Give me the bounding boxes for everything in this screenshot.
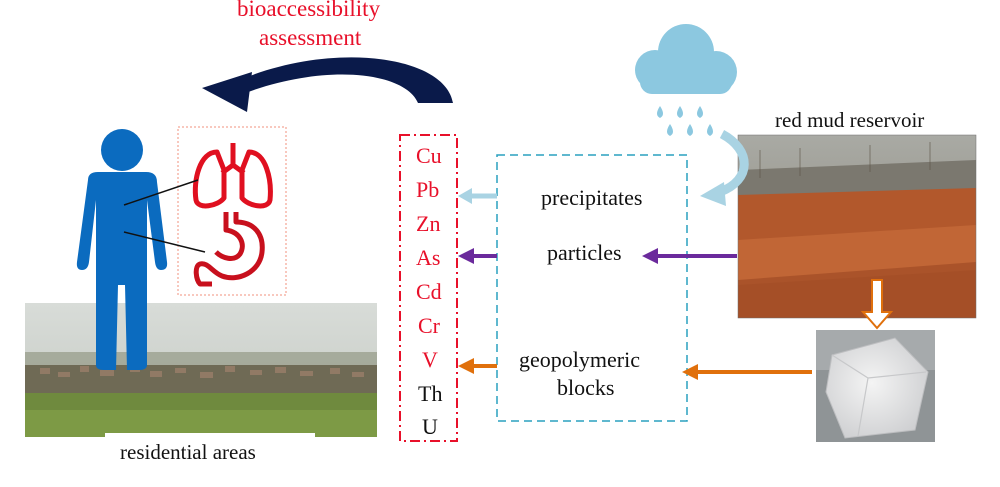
reservoir-photo [737, 134, 977, 319]
assessment-label: assessment [259, 25, 362, 50]
element-as: As [416, 245, 441, 270]
element-cu: Cu [416, 143, 442, 168]
precipitates-arrow [458, 188, 497, 204]
rain-cloud-icon [635, 24, 737, 136]
element-pb: Pb [416, 177, 440, 202]
organs-box [177, 126, 287, 296]
elements-box [399, 134, 458, 442]
stomach-icon [193, 212, 265, 287]
element-cr: Cr [418, 313, 440, 338]
element-v: V [422, 347, 438, 372]
residential-label: residential areas [120, 440, 256, 464]
residential-photo [25, 303, 377, 439]
element-cd: Cd [416, 279, 442, 304]
geopolymeric-label: geopolymeric [519, 347, 640, 372]
particles-label: particles [547, 240, 622, 265]
bioaccessibility-arc-arrow [202, 57, 453, 112]
particles-arrow [458, 248, 497, 264]
pointer-to-stomach [123, 231, 206, 253]
element-u: U [422, 414, 438, 439]
bioaccessibility-label: bioaccessibility [237, 0, 381, 21]
block-to-geopolymeric-arrow [682, 364, 812, 380]
blocks-label: blocks [557, 375, 615, 400]
lungs-icon [192, 143, 273, 209]
element-th: Th [418, 381, 443, 406]
geopolymer-block-photo [816, 330, 935, 442]
geopolymeric-arrow [458, 358, 497, 374]
reservoir-to-particles-arrow [642, 248, 737, 264]
reservoir-to-block-arrow [860, 279, 894, 330]
pathways-box [496, 154, 688, 422]
pointer-to-lungs [123, 179, 199, 206]
rain-to-precipitates-arrow [700, 130, 749, 206]
precipitates-label: precipitates [541, 185, 643, 210]
element-zn: Zn [416, 211, 441, 236]
reservoir-label: red mud reservoir [775, 108, 925, 132]
human-figure-icon [76, 129, 168, 370]
